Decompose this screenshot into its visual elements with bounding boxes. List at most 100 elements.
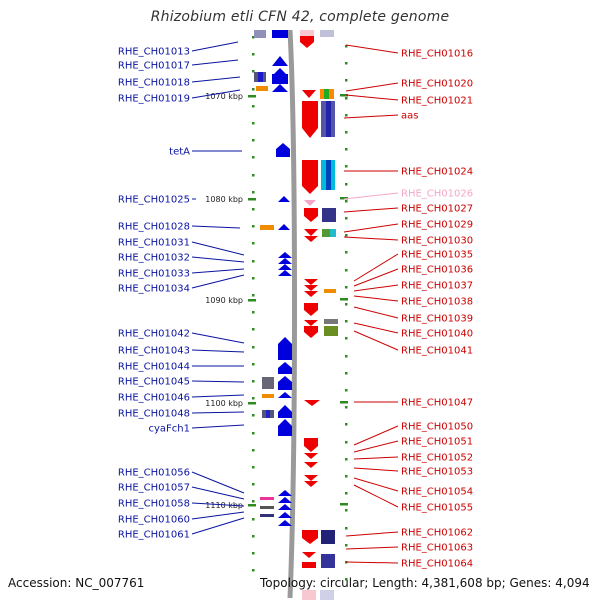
gene-rhe-ch01016 [300,36,314,48]
right-gene-label[interactable]: RHE_CH01062 [345,528,473,539]
right-gene-label[interactable]: RHE_CH01024 [344,167,473,178]
left-gene-label[interactable]: RHE_CH01019 [118,89,241,105]
position-dot [345,544,348,547]
left-label-layer: RHE_CH01013RHE_CH01017RHE_CH01018RHE_CH0… [118,41,245,541]
right-gene-label[interactable]: RHE_CH01037 [353,281,473,292]
gene-rhe-ch01029-cyan [330,229,336,237]
position-dot [252,414,255,417]
left-gene-label[interactable]: RHE_CH01046 [118,393,245,404]
position-dots [252,36,348,581]
gene-label-text: RHE_CH01057 [118,483,190,494]
gene-rhe-ch01045 [278,376,292,390]
leader-line [191,274,245,289]
leader-line [353,467,399,472]
left-gene-label[interactable]: RHE_CH01060 [118,511,245,526]
position-dot [345,165,348,168]
right-gene-label[interactable]: RHE_CH01052 [353,453,473,464]
gene-rhe-ch01064-pink [302,590,316,600]
gene-label-text: RHE_CH01047 [401,398,473,409]
gene-rhe-ch01056 [278,490,292,496]
right-gene-label[interactable]: RHE_CH01055 [353,484,473,514]
gene-rhe-ch01048-blue [266,410,270,418]
left-gene-label[interactable]: cyaFch1 [149,424,245,435]
left-gene-label[interactable]: RHE_CH01044 [118,362,244,373]
gene-rhe-ch01048 [278,405,292,418]
gene-label-text: RHE_CH01050 [401,422,473,433]
left-gene-label[interactable]: RHE_CH01057 [118,483,245,500]
gene-rhe-ch01030 [304,236,318,242]
tick-mark-right [340,401,348,404]
gene-rhe-ch01062-navy [321,530,335,544]
left-gene-label[interactable]: RHE_CH01031 [118,238,245,256]
position-dot [252,380,255,383]
gene-label-text: RHE_CH01060 [118,515,190,526]
left-gene-label[interactable]: RHE_CH01028 [118,222,241,233]
right-gene-label[interactable]: RHE_CH01029 [343,220,473,233]
left-gene-label[interactable]: RHE_CH01056 [118,468,245,494]
right-gene-label[interactable]: RHE_CH01027 [343,204,473,215]
right-gene-label[interactable]: RHE_CH01047 [354,398,473,409]
leader-line [191,349,245,353]
position-dot [345,355,348,358]
left-gene-label[interactable]: RHE_CH01045 [118,377,245,388]
right-gene-label[interactable]: RHE_CH01054 [353,477,473,498]
position-dot [345,269,348,272]
right-gene-label[interactable]: RHE_CH01040 [353,322,473,340]
gene-teta [276,143,290,157]
gene-rhe-ch01063-blue [321,554,335,568]
accession-text: Accession: NC_007761 [8,576,145,590]
left-gene-label[interactable]: RHE_CH01048 [118,409,245,420]
right-gene-label[interactable]: RHE_CH01036 [353,265,473,287]
kbp-tick-label: 1110 kbp [205,501,243,510]
left-gene-label[interactable]: RHE_CH01043 [118,346,245,357]
right-gene-label[interactable]: RHE_CH01021 [345,94,473,107]
right-gene-label[interactable]: RHE_CH01051 [353,437,473,453]
position-dot [252,311,255,314]
gene-label-text: RHE_CH01054 [401,487,473,498]
right-gene-label[interactable]: RHE_CH01016 [345,44,473,60]
left-gene-label[interactable]: RHE_CH01033 [118,269,245,280]
leader-line [191,424,245,429]
left-gene-label[interactable]: RHE_CH01017 [118,59,239,72]
kbp-tick-label: 1070 kbp [205,92,243,101]
tick-mark-right [340,298,348,301]
right-gene-label[interactable]: RHE_CH01020 [345,79,473,92]
leader-line [345,44,399,54]
gene-rhe-ch01028 [278,224,290,230]
left-gene-label[interactable]: RHE_CH01034 [118,274,245,295]
gene-rhe-ch01052 [304,462,318,468]
right-gene-label[interactable]: RHE_CH01030 [343,236,473,247]
right-gene-label[interactable]: RHE_CH01041 [353,330,473,357]
position-dot [252,535,255,538]
right-gene-label[interactable]: RHE_CH01064 [345,559,473,570]
position-dot [252,208,255,211]
left-gene-label[interactable]: RHE_CH01032 [118,253,245,264]
position-dot [345,527,348,530]
right-gene-label[interactable]: RHE_CH01035 [353,250,473,282]
left-gene-label[interactable]: RHE_CH01042 [118,329,245,344]
right-gene-label[interactable]: RHE_CH01026 [343,189,473,200]
leader-line [353,322,399,334]
left-gene-label[interactable]: RHE_CH01018 [118,76,241,89]
right-gene-label[interactable]: aas [343,111,418,122]
right-gene-label[interactable]: RHE_CH01063 [345,543,473,554]
position-dot [252,483,255,486]
gene-rhe-ch01017 [272,56,288,66]
left-gene-label[interactable]: RHE_CH01013 [118,41,239,58]
leader-line [345,546,399,550]
right-gene-label[interactable]: RHE_CH01050 [353,422,473,446]
left-gene-label[interactable]: RHE_CH01058 [118,499,245,510]
right-gene-label[interactable]: RHE_CH01053 [353,467,473,478]
left-gene-label[interactable]: RHE_CH01025 [118,195,196,206]
left-gene-label[interactable]: RHE_CH01061 [118,517,245,541]
right-gene-label[interactable]: RHE_CH01038 [353,295,473,308]
right-gene-label[interactable]: RHE_CH01039 [353,306,473,325]
position-dot [252,105,255,108]
position-dot [252,328,255,331]
gene-label-text: RHE_CH01018 [118,78,190,89]
gene-label-text: RHE_CH01063 [401,543,473,554]
left-gene-label[interactable]: tetA [169,147,242,158]
gene-label-text: RHE_CH01053 [401,467,473,478]
chromosome-backbone [287,29,297,599]
